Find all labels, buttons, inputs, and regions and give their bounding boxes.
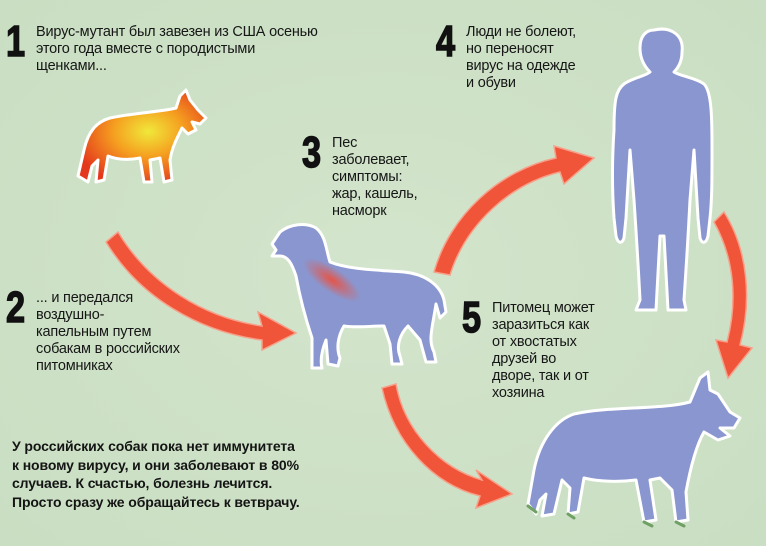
step-number: 1 xyxy=(5,17,26,66)
step-text: ... и передался воздушно- капельным путе… xyxy=(36,290,180,374)
bottom-note: У российских собак пока нет иммунитета к… xyxy=(12,438,300,510)
arrow-4-to-5 xyxy=(713,210,754,380)
step-5: 5 Питомец может заразиться как от хвоста… xyxy=(461,293,595,402)
arrow-1-to-2 xyxy=(105,230,298,352)
infected-puppy-icon xyxy=(76,88,208,184)
step-number: 5 xyxy=(461,293,482,342)
step-2: 2 ... и передался воздушно- капельным пу… xyxy=(5,283,180,375)
step-number: 3 xyxy=(301,128,322,177)
step-text: Пес заболевает, симптомы: жар, кашель, н… xyxy=(332,135,418,219)
step-text: Питомец может заразиться как от хвостаты… xyxy=(492,300,595,401)
pet-dog-icon xyxy=(526,370,742,528)
step-4: 4 Люди не болеют, но переносят вирус на … xyxy=(435,17,576,92)
arrow-3-to-4 xyxy=(433,144,596,276)
step-number: 4 xyxy=(435,17,456,66)
step-text: Люди не болеют, но переносят вирус на од… xyxy=(466,24,576,91)
step-text: Вирус-мутант был завезен из США осенью э… xyxy=(36,24,318,74)
sick-dog-icon xyxy=(270,223,448,370)
step-1: 1 Вирус-мутант был завезен из США осенью… xyxy=(5,17,318,75)
human-carrier-icon xyxy=(611,27,714,312)
arrow-2-to-5 xyxy=(381,383,514,510)
step-number: 2 xyxy=(5,283,26,332)
step-3: 3 Пес заболевает, симптомы: жар, кашель,… xyxy=(301,128,418,220)
